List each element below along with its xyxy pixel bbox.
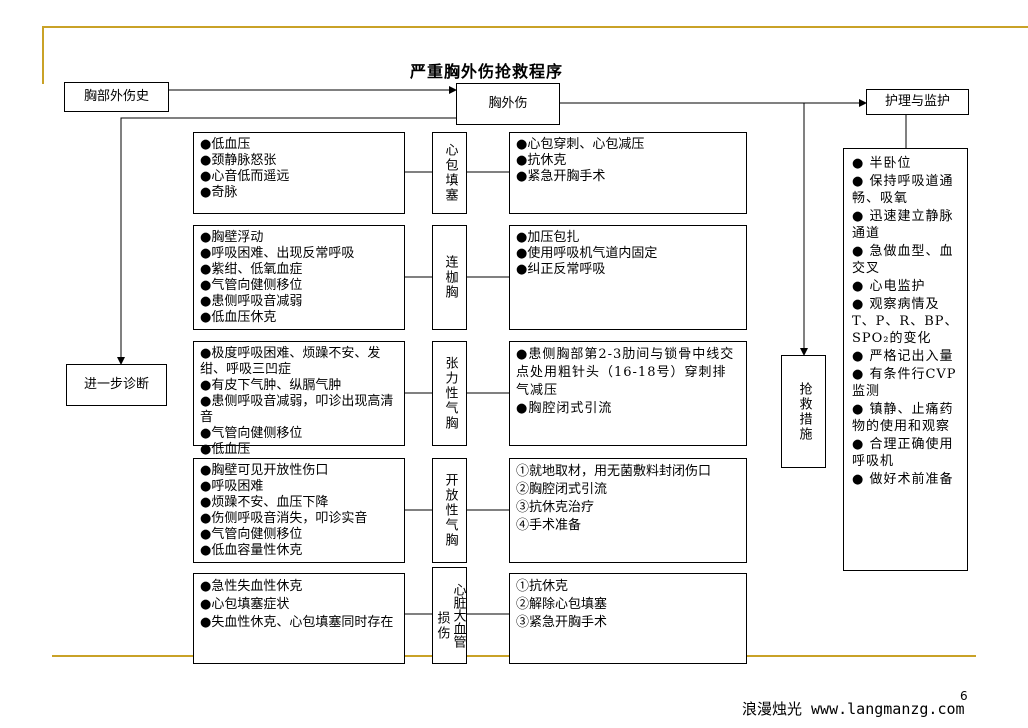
page-number: 6 — [960, 689, 968, 703]
condition-box-5: 损伤 心脏大血管 — [432, 567, 467, 664]
symptom-item: ●颈静脉怒张 — [200, 153, 277, 168]
symptom-item: ●低血容量性休克 — [200, 543, 303, 558]
condition-box-2: 连枷胸 — [432, 225, 467, 330]
symptom-item: ●极度呼吸困难、烦躁不安、发绀、呼吸三凹症 — [200, 346, 381, 377]
treatment-item: ②解除心包填塞 — [516, 597, 608, 612]
care-item: ● 有条件行CVP监测 — [852, 367, 957, 399]
history-box: 胸部外伤史 — [64, 82, 169, 112]
condition-label: 张力性气胸 — [442, 356, 458, 431]
treatment-item: ●抗休克 — [516, 153, 567, 168]
symptom-item: ●患侧呼吸音减弱 — [200, 294, 303, 309]
condition-box-3: 张力性气胸 — [432, 341, 467, 446]
symptom-item: ●低血压 — [200, 442, 251, 457]
trauma-label: 胸外伤 — [488, 96, 528, 111]
treatment-item: ①就地取材，用无菌敷料封闭伤口 — [516, 464, 712, 479]
symptom-item: ●胸壁浮动 — [200, 230, 264, 245]
diagnosis-label: 进一步诊断 — [83, 377, 149, 392]
symptom-item: ●胸壁可见开放性伤口 — [200, 463, 329, 478]
care-item: ● 严格记出入量 — [852, 349, 954, 364]
treatment-box-1: ●心包穿刺、心包减压 ●抗休克 ●紧急开胸手术 — [509, 132, 747, 214]
care-item: ● 急做血型、血交叉 — [852, 244, 954, 276]
treatment-item: ①抗休克 — [516, 579, 569, 594]
footer-watermark: 浪漫烛光 www.langmanzg.com — [742, 700, 965, 718]
treatment-item: ●纠正反常呼吸 — [516, 262, 606, 277]
diagnosis-box: 进一步诊断 — [66, 364, 167, 406]
care-item: ● 观察病情及T、P、R、BP、SPO₂的变化 — [852, 297, 959, 346]
treatment-box-3: ●患侧胸部第2-3肋间与锁骨中线交点处用粗针头（16-18号）穿刺排气减压 ●胸… — [509, 341, 747, 446]
symptoms-box-1: ●低血压 ●颈静脉怒张 ●心音低而遥远 ●奇脉 — [193, 132, 405, 214]
treatment-item: ③紧急开胸手术 — [516, 615, 608, 630]
symptom-item: ●奇脉 — [200, 185, 238, 200]
condition-box-1: 心包填塞 — [432, 132, 467, 214]
symptom-item: ●呼吸困难、出现反常呼吸 — [200, 246, 355, 261]
symptoms-box-5: ●急性失血性休克 ●心包填塞症状 ●失血性休克、心包填塞同时存在 — [193, 573, 405, 664]
symptoms-box-3: ●极度呼吸困难、烦躁不安、发绀、呼吸三凹症 ●有皮下气肿、纵膈气肿 ●患侧呼吸音… — [193, 341, 405, 457]
symptom-item: ●急性失血性休克 — [200, 579, 303, 594]
symptom-item: ●心包填塞症状 — [200, 597, 290, 612]
symptom-item: ●紫绀、低氧血症 — [200, 262, 303, 277]
care-list: ● 半卧位 ● 保持呼吸道通畅、吸氧 ● 迅速建立静脉通道 ● 急做血型、血交叉… — [843, 148, 968, 571]
care-item: ● 迅速建立静脉通道 — [852, 209, 954, 241]
care-label: 护理与监护 — [884, 94, 950, 109]
history-label: 胸部外伤史 — [83, 89, 149, 104]
symptom-item: ●患侧呼吸音减弱，叩诊出现高清音 — [200, 394, 394, 425]
treatment-box-4: ①就地取材，用无菌敷料封闭伤口 ②胸腔闭式引流 ③抗休克治疗 ④手术准备 — [509, 458, 747, 563]
trauma-box: 胸外伤 — [456, 83, 560, 125]
symptom-item: ●气管向健侧移位 — [200, 426, 303, 441]
treatment-item: ②胸腔闭式引流 — [516, 482, 608, 497]
symptom-item: ●气管向健侧移位 — [200, 527, 303, 542]
condition-label-a: 心脏大血管 — [450, 583, 466, 648]
treatment-item: ④手术准备 — [516, 518, 582, 533]
symptom-item: ●呼吸困难 — [200, 479, 264, 494]
rescue-box: 抢救措施 — [781, 355, 826, 468]
symptom-item: ●伤侧呼吸音消失，叩诊实音 — [200, 511, 368, 526]
top-rule — [42, 26, 1028, 28]
care-item: ● 保持呼吸道通畅、吸氧 — [852, 174, 954, 206]
symptom-item: ●心音低而遥远 — [200, 169, 290, 184]
condition-label: 连枷胸 — [442, 255, 458, 300]
symptom-item: ●低血压休克 — [200, 310, 277, 325]
condition-label: 心包填塞 — [442, 143, 458, 203]
treatment-box-2: ●加压包扎 ●使用呼吸机气道内固定 ●纠正反常呼吸 — [509, 225, 747, 330]
care-item: ● 镇静、止痛药物的使用和观察 — [852, 402, 954, 434]
treatment-item: ●加压包扎 — [516, 230, 580, 245]
care-item: ● 心电监护 — [852, 279, 926, 294]
treatment-box-5: ①抗休克 ②解除心包填塞 ③紧急开胸手术 — [509, 573, 747, 664]
care-item: ● 半卧位 — [852, 156, 912, 171]
condition-box-4: 开放性气胸 — [432, 458, 467, 563]
symptom-item: ●低血压 — [200, 137, 251, 152]
treatment-item: ●紧急开胸手术 — [516, 169, 606, 184]
symptom-item: ●失血性休克、心包填塞同时存在 — [200, 615, 394, 630]
symptom-item: ●气管向健侧移位 — [200, 278, 303, 293]
symptom-item: ●有皮下气肿、纵膈气肿 — [200, 378, 342, 393]
symptom-item: ●烦躁不安、血压下降 — [200, 495, 329, 510]
symptoms-box-2: ●胸壁浮动 ●呼吸困难、出现反常呼吸 ●紫绀、低氧血症 ●气管向健侧移位 ●患侧… — [193, 225, 405, 330]
condition-label: 开放性气胸 — [442, 473, 458, 548]
page-title: 严重胸外伤抢救程序 — [410, 62, 564, 81]
treatment-item: ●患侧胸部第2-3肋间与锁骨中线交点处用粗针头（16-18号）穿刺排气减压 — [516, 347, 735, 398]
left-rule — [42, 26, 44, 84]
rescue-label: 抢救措施 — [796, 381, 812, 442]
treatment-item: ③抗休克治疗 — [516, 500, 595, 515]
treatment-item: ●使用呼吸机气道内固定 — [516, 246, 658, 261]
care-box: 护理与监护 — [866, 89, 969, 115]
treatment-item: ●心包穿刺、心包减压 — [516, 137, 645, 152]
treatment-item: ●胸腔闭式引流 — [516, 401, 613, 416]
care-item: ● 做好术前准备 — [852, 472, 954, 487]
condition-label-b: 损伤 — [434, 610, 450, 641]
care-item: ● 合理正确使用呼吸机 — [852, 437, 954, 469]
symptoms-box-4: ●胸壁可见开放性伤口 ●呼吸困难 ●烦躁不安、血压下降 ●伤侧呼吸音消失，叩诊实… — [193, 458, 405, 563]
